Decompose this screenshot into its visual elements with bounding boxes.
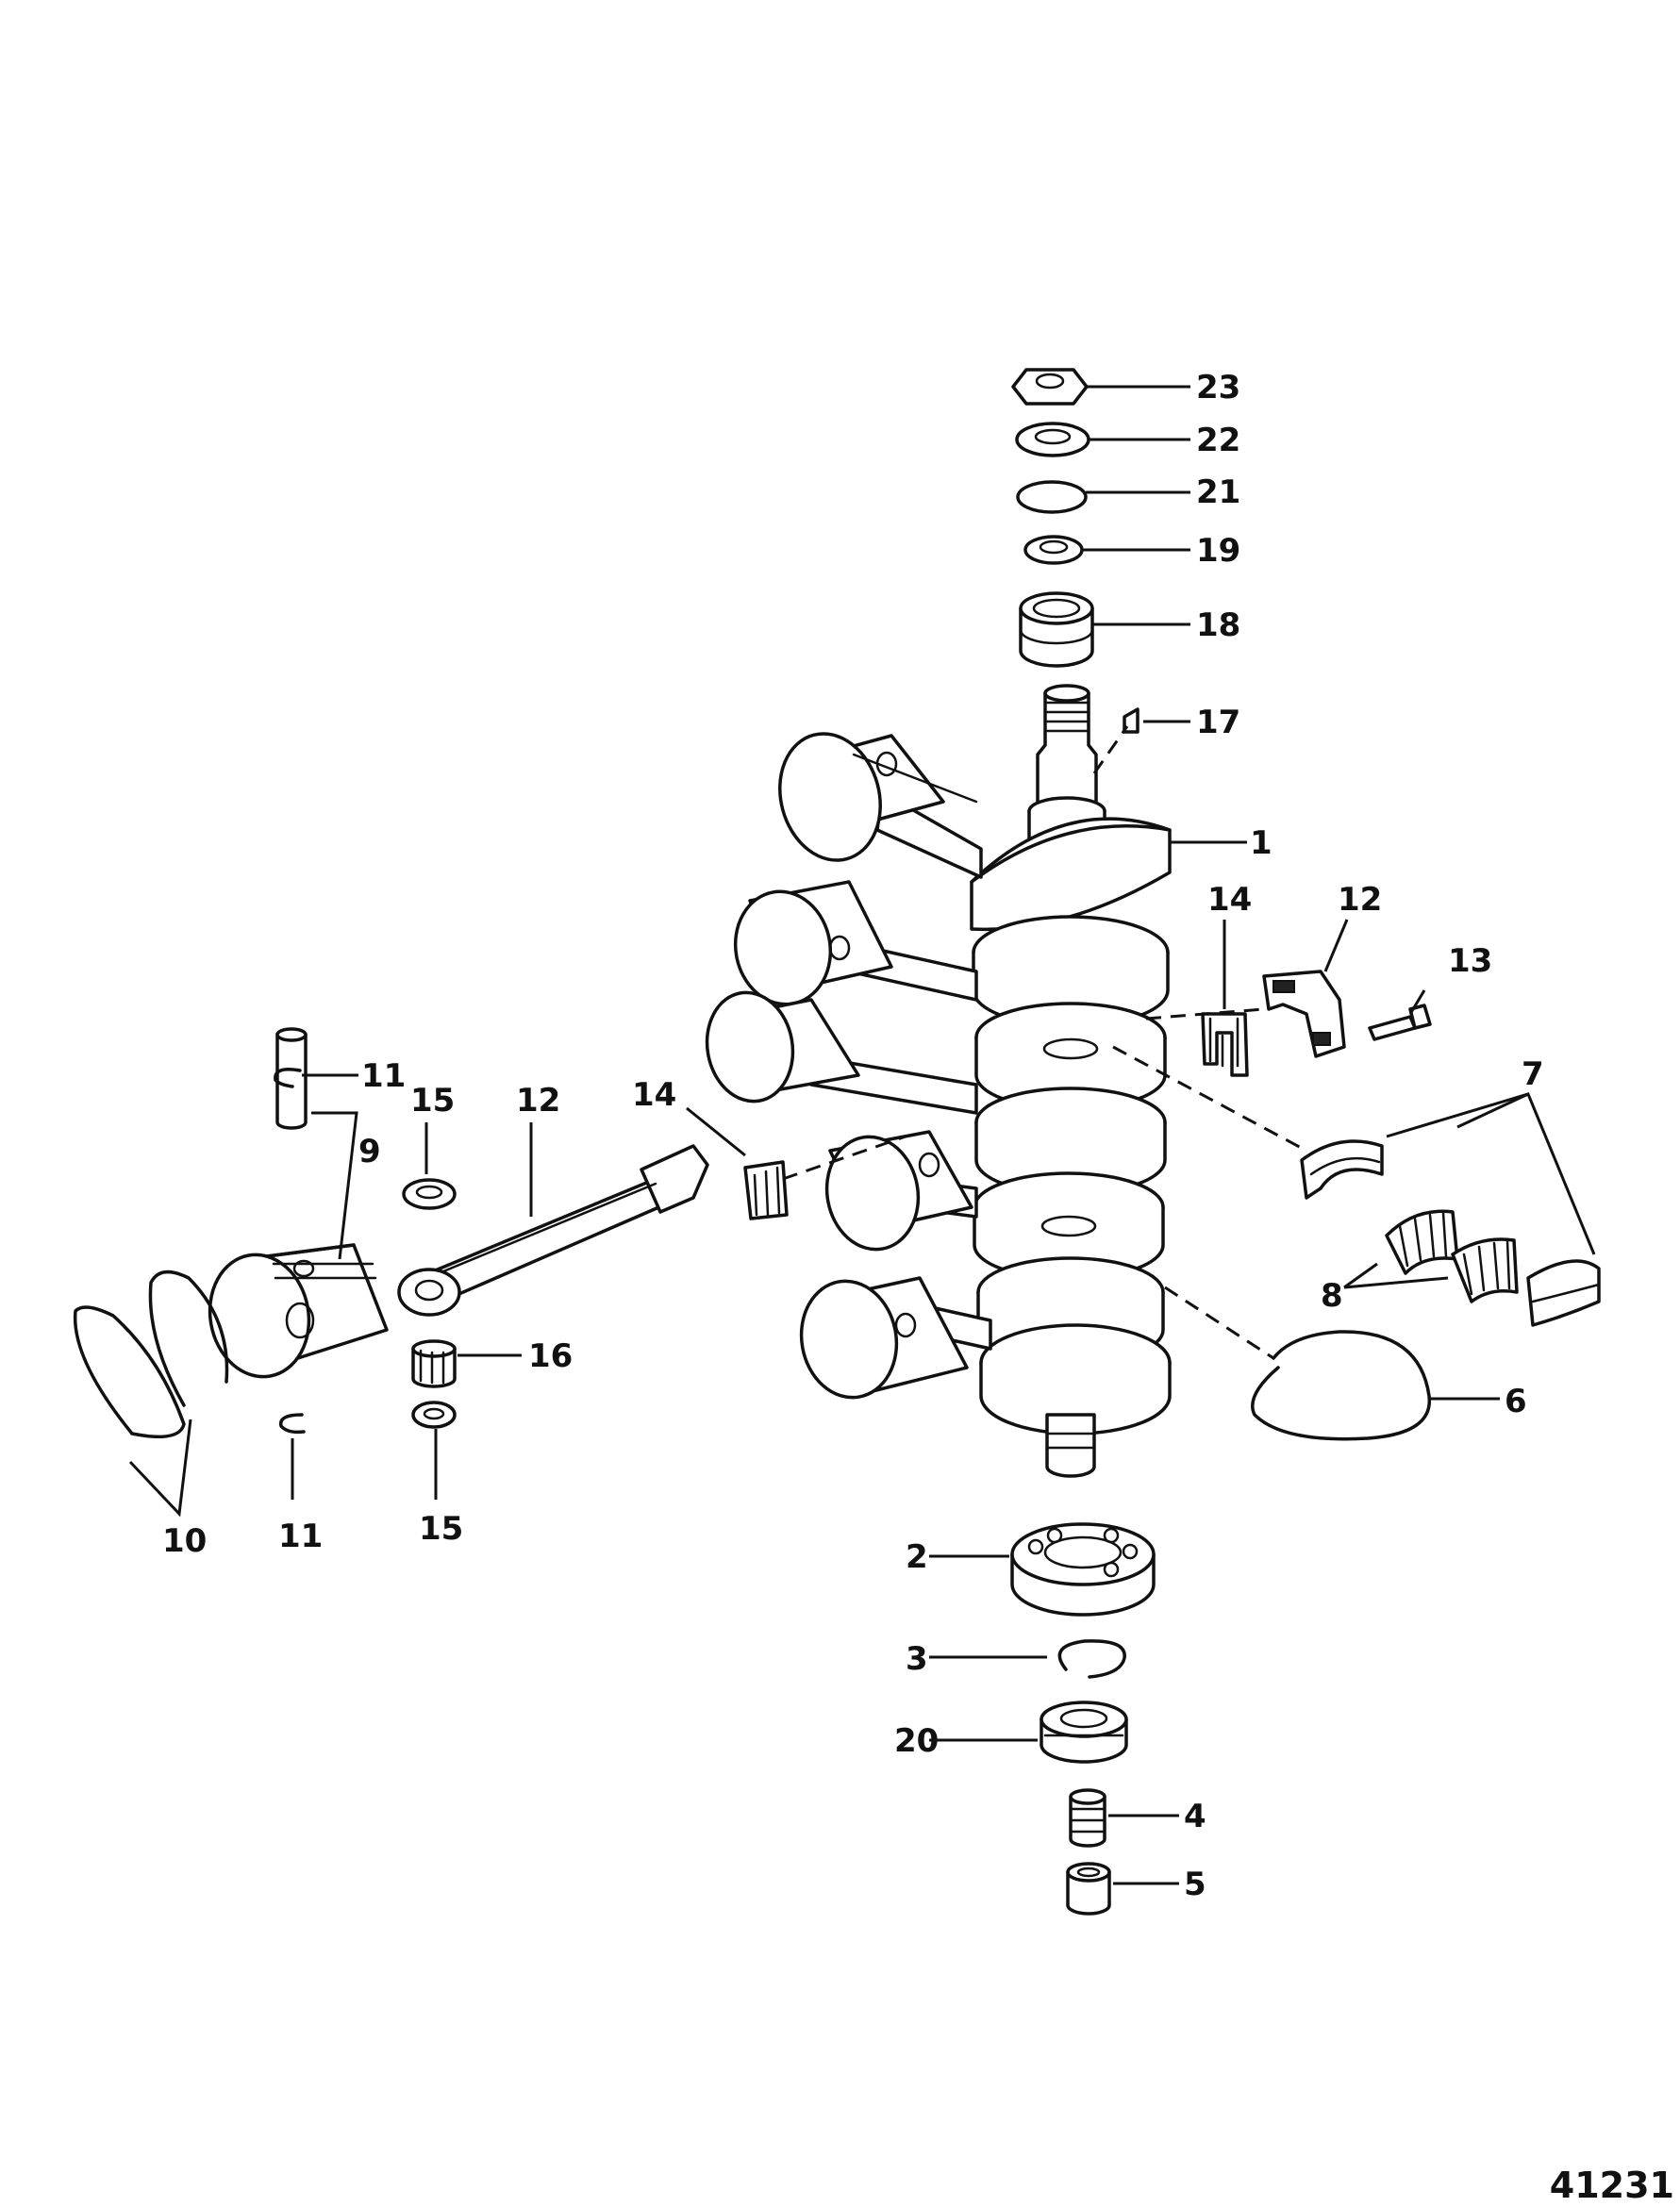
piston-rod-assembly-2 [733,880,978,1006]
needle-bearing-part-16 [411,1339,457,1388]
washer-part-19 [1023,535,1084,565]
callout-6: 6 [1505,1383,1527,1420]
callout-9: 9 [358,1133,381,1170]
piston-rod-assembly-3 [705,990,978,1115]
callout-20: 20 [894,1722,939,1760]
callout-18: 18 [1196,606,1240,644]
bearing-cage-part-14-right [1201,1012,1249,1077]
piston-rod-assembly-lower [799,1276,992,1400]
callout-7: 7 [1522,1055,1544,1093]
ring-part-6 [1251,1330,1432,1441]
callout-5: 5 [1184,1866,1206,1903]
callout-14-right: 14 [1207,881,1252,919]
washer-part-15-top [402,1178,457,1210]
callout-19: 19 [1196,532,1240,570]
alignment-line-left-rod [782,1135,907,1181]
ball-bearing-part-2 [1010,1522,1156,1617]
bearing-part-18 [1019,591,1094,668]
bearing-cage-part-14-left [743,1160,789,1220]
rod-cap-part-12-right [1262,970,1346,1058]
fitting-part-4 [1069,1788,1106,1848]
callout-21: 21 [1196,473,1240,511]
callout-12-left: 12 [516,1082,560,1120]
connecting-rod-part-12-left [397,1144,709,1317]
washer-part-15-bottom [411,1401,457,1429]
bearing-half-part-7-a [1300,1139,1384,1200]
retaining-ring-part-3 [1057,1639,1126,1679]
callout-12-right: 12 [1338,881,1382,919]
washer-part-22 [1015,422,1090,457]
alignment-line-key [1092,725,1129,774]
needle-bearing-part-8-b [1451,1237,1519,1303]
seal-part-20 [1040,1701,1128,1764]
crankshaft-part-1 [970,684,1172,1478]
callout-11-bottom: 11 [278,1518,323,1555]
bearing-half-part-7-b [1526,1259,1601,1327]
callout-22: 22 [1196,422,1240,459]
piston-rod-assembly-upper [778,732,983,879]
needle-bearing-part-8-a [1385,1209,1459,1275]
alignment-line-ring [1164,1286,1274,1360]
callout-10: 10 [162,1522,207,1560]
bushing-part-5 [1066,1862,1111,1916]
piston-ring-part-10-b [148,1269,229,1407]
piston-ring-part-10-a [73,1305,186,1439]
callout-4: 4 [1184,1798,1206,1835]
bolt-part-13 [1368,1004,1432,1041]
piston-rod-assembly-4 [824,1130,978,1252]
callout-3: 3 [906,1640,928,1678]
callout-13: 13 [1448,942,1492,980]
lock-ring-part-11-bottom [278,1413,306,1435]
callout-14-left: 14 [632,1076,676,1114]
callout-16: 16 [528,1337,573,1375]
callout-15-bottom: 15 [419,1510,463,1548]
alignment-line-cap [1112,1045,1307,1153]
nut-part-23 [1011,368,1089,406]
figure-number: 41231 [1550,2165,1674,2206]
callout-2: 2 [906,1538,928,1576]
callout-11-top: 11 [361,1057,406,1095]
callout-23: 23 [1196,369,1240,407]
piston-pin-part-9 [275,1027,308,1130]
leader-lines [128,385,1596,1885]
callout-15-top: 15 [410,1082,455,1120]
callout-8: 8 [1321,1277,1343,1315]
alignment-line-bearing [1145,1007,1265,1021]
piston-part-9 [208,1243,389,1379]
key-part-17 [1123,707,1139,734]
lock-ring-part-11-top [274,1068,302,1088]
callout-17: 17 [1196,704,1240,741]
o-ring-part-21 [1016,480,1088,514]
callout-1: 1 [1250,824,1272,862]
